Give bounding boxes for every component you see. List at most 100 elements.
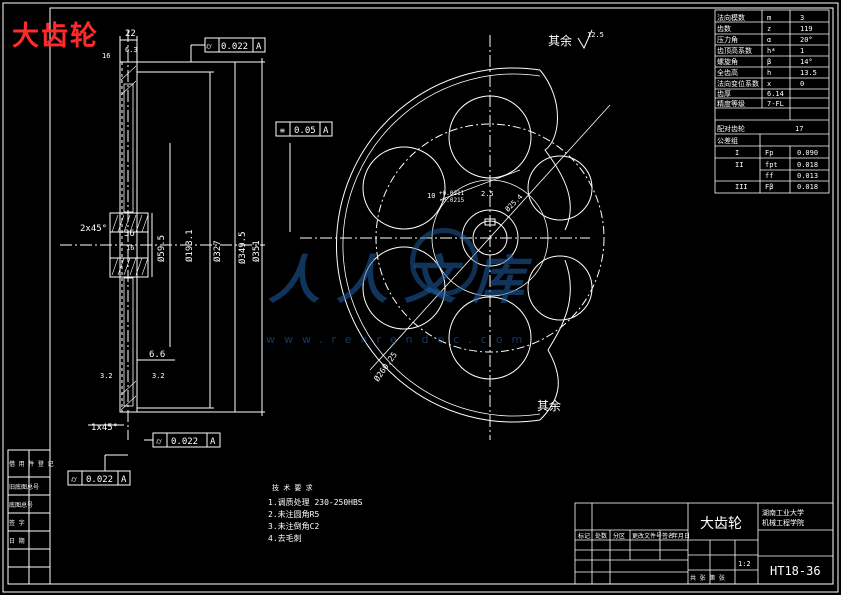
dim-hub-width: 36	[124, 229, 135, 239]
fcf-left-tol: 0.022	[86, 475, 113, 485]
note-2: 2.未注圆角R5	[268, 509, 319, 519]
dim-d3: Ø327	[212, 240, 223, 262]
school-name: 湖南工业大学	[762, 508, 804, 517]
fcf-bottom-datum: A	[210, 437, 216, 447]
side-block-1: 旧底图总号	[9, 483, 39, 491]
tb-label-0: 标记	[578, 532, 590, 540]
param-name-4: 螺旋角	[717, 57, 738, 66]
svg-text:⌭: ⌭	[156, 437, 162, 446]
fcf-sym-tol: 0.05	[294, 126, 316, 136]
watermark: 人人文库	[268, 250, 541, 311]
param-sym-5: h	[767, 69, 771, 77]
mesh-name-0: 配对齿轮	[717, 124, 745, 133]
tol-group-1: II	[735, 161, 743, 169]
dim-d4: Ø349.5	[237, 231, 248, 264]
param-val-1: 119	[800, 25, 813, 33]
param-name-1: 齿数	[717, 24, 731, 33]
mesh-val-0: 17	[795, 125, 803, 133]
notes-heading: 技 术 要 求	[272, 483, 313, 492]
side-block-2: 底图总号	[9, 501, 33, 509]
dim-rough-r3: 6.3	[125, 46, 138, 54]
drawing-no: HT18-36	[770, 564, 821, 578]
dim-angle: 16	[126, 244, 134, 252]
note-1: 1.调质处理 230-250HBS	[268, 497, 363, 507]
dim-d5: Ø351	[251, 240, 262, 262]
param-name-5: 全齿高	[717, 68, 738, 77]
watermark-url: www.renrendoc.com	[266, 333, 532, 346]
param-val-3: 1	[800, 47, 804, 55]
tol-sym-2: ff	[765, 172, 773, 180]
dim-chamfer1: 2x45°	[80, 224, 107, 234]
param-val-2: 20°	[800, 36, 813, 44]
tol-val-2: 0.013	[797, 172, 818, 180]
param-name-2: 压力角	[717, 35, 738, 44]
svg-text:≡: ≡	[280, 126, 285, 135]
param-name-7: 齿厚	[717, 90, 731, 98]
param-val-7: 6.14	[767, 90, 784, 98]
side-block-4: 日 期	[9, 537, 25, 545]
scale: 1:2	[738, 560, 751, 568]
tol-group-0: I	[735, 149, 739, 157]
page-title: 大齿轮	[12, 21, 99, 52]
fcf-top-tol: 0.022	[221, 42, 248, 52]
dim-web: 6.6	[149, 350, 165, 360]
param-sym-4: β	[767, 58, 771, 66]
keyway-width: 10	[427, 192, 435, 200]
param-sym-0: m	[767, 14, 771, 22]
tb-label-5: 年月日	[672, 532, 690, 540]
param-sym-2: α	[767, 36, 771, 44]
dim-d1: Ø59.5	[156, 235, 167, 262]
fcf-bottom-tol: 0.022	[171, 437, 198, 447]
dim-rough-r1: 3.2	[100, 372, 113, 380]
tol-val-0: 0.090	[797, 149, 818, 157]
dept-name: 机械工程学院	[762, 518, 804, 527]
surface-finish-text-bottom: 其余	[537, 398, 561, 413]
dim-rough-r2: 3.2	[152, 372, 165, 380]
note-3: 3.未注倒角C2	[268, 521, 319, 531]
param-name-8: 精度等级	[717, 99, 745, 108]
dim-d2: Ø193.1	[184, 229, 195, 262]
fcf-left-datum: A	[121, 475, 127, 485]
svg-text:⌭: ⌭	[206, 42, 212, 51]
param-sym-3: h*	[767, 47, 775, 55]
title-block	[574, 502, 834, 585]
svg-text:⌭: ⌭	[71, 475, 77, 484]
mesh-name-1: 公差组	[717, 136, 738, 145]
hole-pitch: Ø260.25	[371, 350, 399, 384]
side-block-3: 签 字	[9, 519, 25, 527]
tol-sym-3: Fβ	[765, 183, 773, 191]
param-val-8: 7-FL	[767, 100, 784, 108]
tol-group-3: III	[735, 183, 748, 191]
surface-finish-text: 其余	[548, 33, 572, 48]
param-sym-1: z	[767, 25, 771, 33]
keyway-tol-upper: +0.0211	[439, 190, 465, 197]
tol-sym-1: fpt	[765, 161, 778, 169]
tol-sym-0: Fp	[765, 149, 773, 157]
surface-finish-value: 12.5	[587, 31, 604, 39]
keyway-tol-lower: -0.0215	[439, 197, 465, 204]
dim-chamfer2: 1x45°	[91, 423, 118, 433]
param-name-0: 法向模数	[717, 13, 745, 22]
keyway-depth: 2.5	[481, 190, 494, 198]
tol-val-1: 0.018	[797, 161, 818, 169]
param-val-0: 3	[800, 14, 804, 22]
param-name-6: 法向变位系数	[717, 79, 759, 88]
note-4: 4.去毛刺	[268, 533, 302, 543]
dim-rough1: 16	[102, 52, 110, 60]
param-sym-6: x	[767, 80, 771, 88]
sheet-info: 共 张 第 张	[690, 574, 725, 582]
parameter-table	[714, 9, 830, 194]
watermark-ring	[410, 228, 478, 296]
tb-label-3: 更改文件号	[632, 532, 662, 540]
tol-val-3: 0.018	[797, 183, 818, 191]
dim-face-width: 22	[125, 29, 136, 39]
param-val-5: 13.5	[800, 69, 817, 77]
tb-label-4: 签名	[662, 532, 674, 540]
param-name-3: 齿顶高系数	[717, 46, 752, 55]
tb-label-2: 分区	[613, 532, 625, 540]
param-val-6: 0	[800, 80, 804, 88]
side-block-0: 借 用 件 登 记	[9, 460, 53, 468]
tb-label-1: 处数	[595, 532, 607, 540]
section-view	[60, 30, 333, 486]
